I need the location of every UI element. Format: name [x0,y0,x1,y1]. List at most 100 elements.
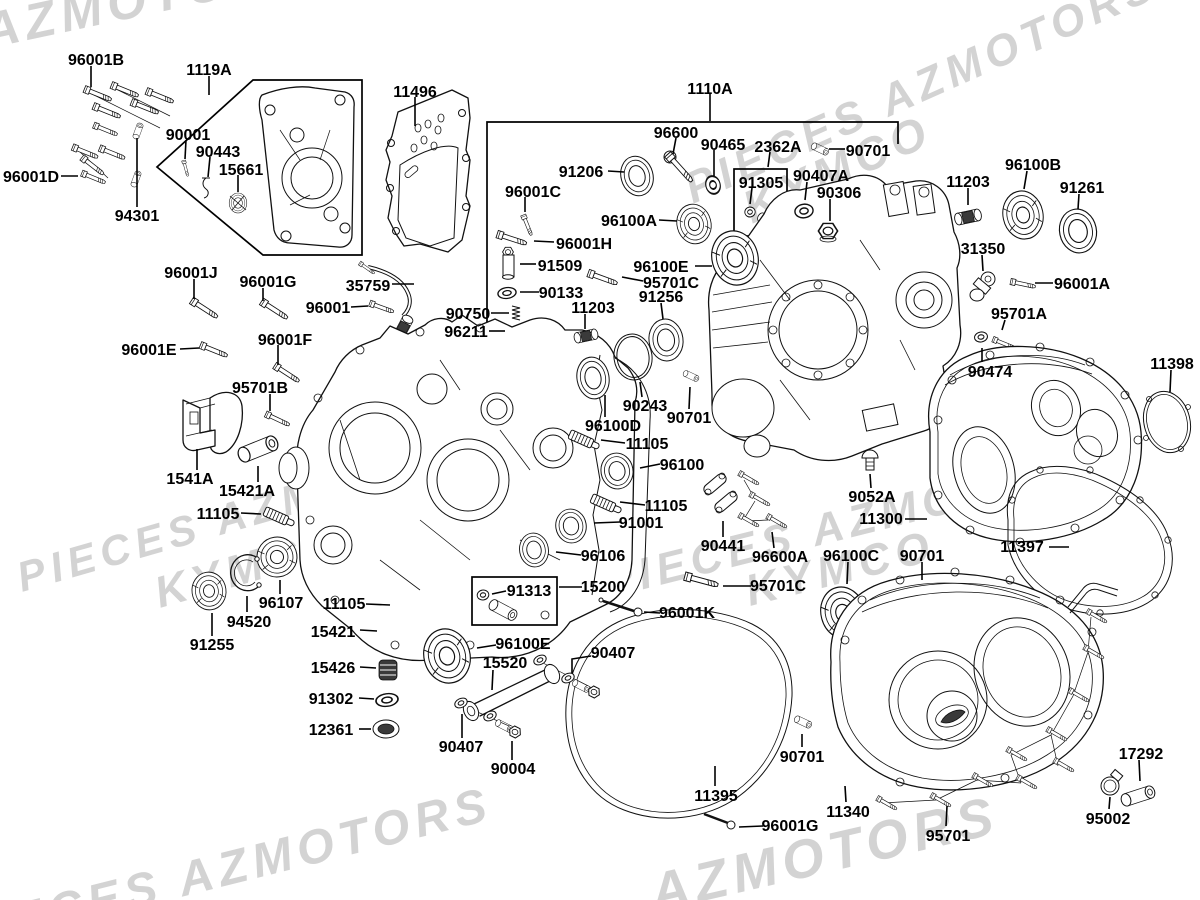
leader-line-b90443 [207,156,211,178]
part-label-b91302: 91302 [309,691,354,708]
part-label-b35759: 35759 [346,278,391,295]
clamp-95002 [1100,768,1124,796]
part-label-b11397: 11397 [1000,539,1044,556]
part-label-b96100Eb: 96100E [495,636,550,653]
part-label-b96100Ea: 96100E [633,259,688,276]
part-label-b90133: 90133 [539,285,584,302]
leader-line-b96600 [672,137,677,155]
part-label-b95701: 95701 [926,828,971,845]
part-label-b15200: 15200 [581,579,626,596]
ring-90243 [613,333,653,381]
collar-90701-left [793,714,813,730]
part-label-b90441: 90441 [701,538,746,555]
leader-line-b96106 [555,551,582,556]
bolt-96001 [368,299,395,316]
leader-line-b96001H [533,240,555,243]
part-label-b11105c: 11105 [626,436,669,453]
part-label-b96600: 96600 [654,125,699,142]
outer-cvt-cover-11340 [830,567,1119,791]
crankcase-cover-1119a [155,79,363,256]
leader-line-b91305 [749,187,753,205]
leader-line-b96100A [658,219,678,222]
leader-line-b15421 [359,629,378,632]
part-label-b11340: 11340 [826,804,870,821]
part-label-b95002: 95002 [1086,811,1131,828]
part-label-b95701A: 95701A [991,306,1047,323]
assembly-bracket-1110a [486,121,899,330]
bolt-96001h [495,230,528,248]
part-label-b94301: 94301 [115,208,160,225]
leader-line-b96001Gb [738,825,764,828]
part-label-b96001A: 96001A [1054,276,1110,293]
part-label-b11398: 11398 [1150,356,1194,373]
part-label-b96211: 96211 [444,324,488,341]
bolt-cluster-96001b [82,81,175,138]
oring-11398 [1142,390,1192,454]
bolt-96001e [198,341,229,360]
clip-90443-part [202,177,210,199]
nut-90306 [817,222,839,243]
part-label-b11105a: 11105 [197,506,240,523]
part-label-b90306: 90306 [817,185,862,202]
link-assembly-15520 [452,652,603,740]
part-label-b1110A: 1110A [687,81,733,98]
bolt-95701b [263,410,291,429]
leader-line-b91302 [358,697,375,700]
gasket-11496 [385,89,471,253]
seal-91206 [615,152,659,200]
part-label-b96001B: 96001B [68,52,124,69]
part-label-b15520: 15520 [483,655,528,672]
leader-line-b96001E [179,347,200,350]
bolt-96001g-bottom [703,812,736,830]
part-label-b90407b: 90407 [439,739,484,756]
gasket-11395 [565,609,793,819]
part-label-b12361: 12361 [309,722,354,739]
leader-line-b17292 [1138,759,1141,782]
leader-line-b15520 [491,669,494,691]
part-label-b90443: 90443 [196,144,241,161]
part-label-b95701B: 95701B [232,380,288,397]
part-label-b11300: 11300 [859,511,903,528]
part-label-b96001C: 96001C [505,184,561,201]
leader-line-b96001 [350,305,369,308]
part-label-b95701Cb: 95701C [750,578,806,595]
part-label-b2362A: 2362A [754,139,802,156]
plug-91509 [502,246,515,280]
part-label-b11203a: 11203 [946,174,990,191]
oring-91302 [374,691,400,709]
crankcase-left-half [278,314,651,662]
bolt-95701c-top [586,268,619,288]
part-label-b90465: 90465 [701,137,746,154]
leader-line-b96100C [846,561,849,585]
part-label-b96106: 96106 [581,548,626,565]
part-label-b90474: 90474 [968,364,1013,381]
leader-line-b90001 [184,139,187,160]
leader-line-b91256 [660,302,664,320]
leader-line-b15426 [359,666,377,669]
part-label-b94520: 94520 [227,614,272,631]
part-label-b91261: 91261 [1060,180,1105,197]
part-label-b96001H: 96001H [556,236,612,253]
watermark-text-7: PIECES AZMOTORS [0,778,498,900]
leader-line-b96100Eb [476,644,497,649]
crankcase-right-half [707,174,962,462]
part-label-b96100A: 96100A [601,213,657,230]
part-label-b96100C: 96100C [823,548,879,565]
part-label-b90701a: 90701 [846,143,891,160]
plates-90441 [703,472,738,514]
tensioner-31350 [969,271,996,302]
part-label-b91255: 91255 [190,637,235,654]
seal-15661-part [228,192,248,214]
washer-90474 [973,330,989,344]
leader-line-b90407A [804,181,808,201]
stay-1541a [182,391,244,455]
part-label-b15426: 15426 [311,660,356,677]
part-label-b96107: 96107 [259,595,304,612]
leader-line-b91313 [491,590,507,595]
part-label-b11105d: 11105 [645,498,688,515]
leader-line-b96600A [771,531,775,549]
leader-line-b2362A [767,151,771,168]
part-label-b96100D: 96100D [585,418,641,435]
bearing-96100b [997,186,1049,244]
